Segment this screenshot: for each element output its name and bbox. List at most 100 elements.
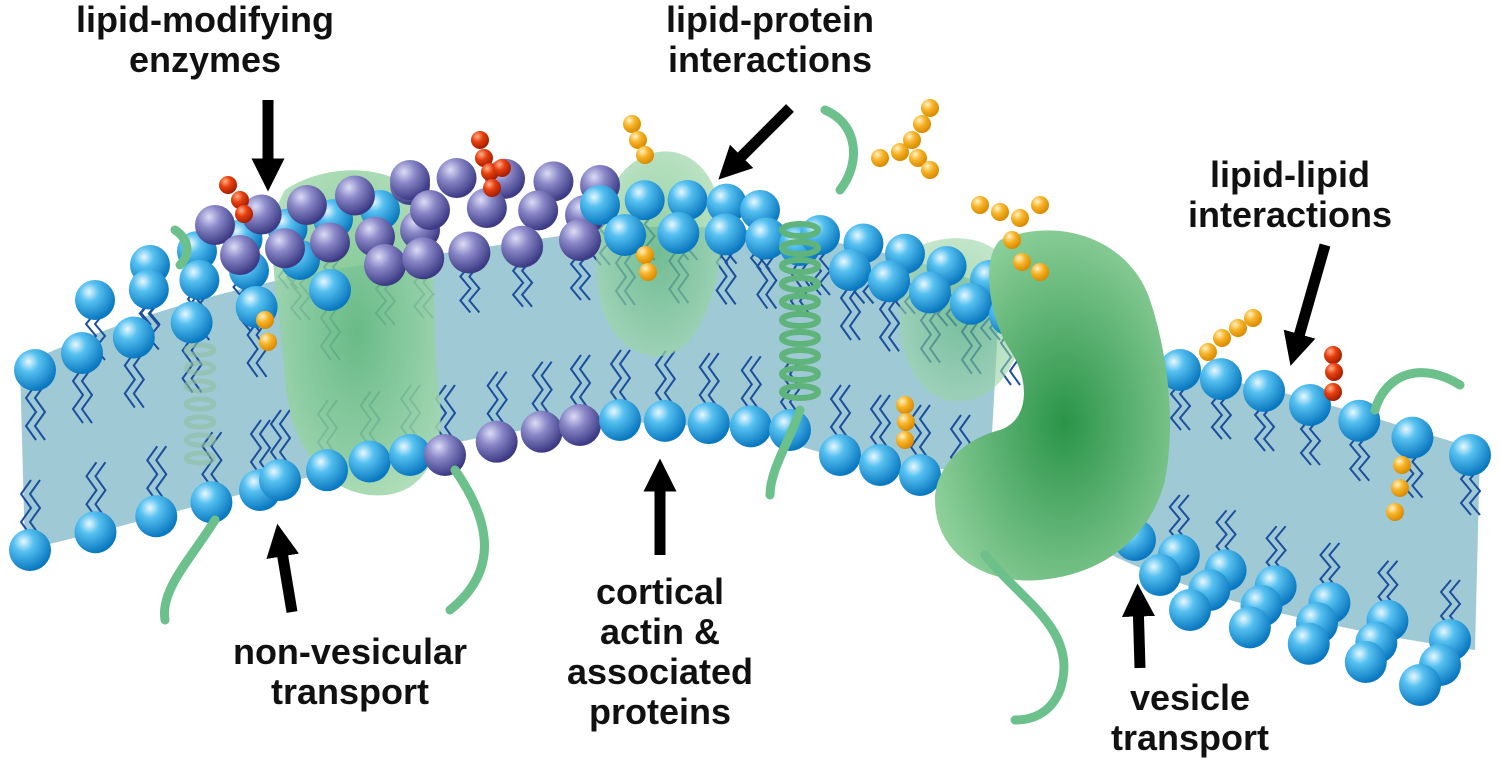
label-line: associated bbox=[566, 651, 754, 692]
helix-turn bbox=[779, 347, 821, 365]
lipid-head bbox=[643, 399, 686, 442]
helix-turn bbox=[779, 239, 821, 257]
lipid-head bbox=[1449, 434, 1491, 476]
sugar-unit bbox=[1393, 456, 1411, 474]
lipid-head bbox=[1169, 589, 1211, 631]
lipid-head bbox=[348, 440, 391, 483]
helix-turn bbox=[183, 450, 217, 466]
helix-turn bbox=[779, 365, 821, 383]
label-line: lipid-protein bbox=[666, 0, 874, 40]
lipid-head bbox=[448, 231, 491, 274]
lipid-head bbox=[135, 495, 178, 538]
arrow-vesicle bbox=[1121, 583, 1155, 669]
lipid-head bbox=[1344, 641, 1387, 684]
lipid-head bbox=[309, 269, 351, 311]
lipid-head bbox=[745, 217, 788, 260]
proteins-front bbox=[935, 230, 1170, 581]
protein-large-transmembrane bbox=[935, 230, 1170, 581]
lipid-head bbox=[466, 187, 507, 228]
sugar-unit bbox=[471, 131, 489, 149]
lipid-head bbox=[195, 205, 235, 245]
lipid-head bbox=[306, 449, 349, 492]
transmembrane-helix bbox=[183, 221, 821, 466]
lipid-head bbox=[1159, 349, 1201, 391]
lipid-head bbox=[706, 183, 747, 224]
lipid-head bbox=[334, 175, 375, 216]
sugar-unit bbox=[1011, 209, 1029, 227]
lipid-head bbox=[112, 316, 155, 359]
arrows bbox=[251, 100, 1331, 669]
label-line: transport bbox=[1110, 717, 1269, 758]
label-line: interactions bbox=[667, 39, 873, 80]
lipid-head bbox=[604, 214, 646, 256]
lipid-head bbox=[410, 190, 450, 230]
lipid-head bbox=[14, 349, 56, 391]
label-line: proteins bbox=[588, 691, 731, 732]
sugar-unit bbox=[896, 431, 914, 449]
helix-turn bbox=[779, 257, 821, 275]
sugar-unit bbox=[235, 205, 253, 223]
sugar-unit bbox=[1031, 196, 1049, 214]
helix-turn bbox=[183, 396, 217, 412]
lipid-head bbox=[265, 228, 305, 269]
lipid-head bbox=[949, 282, 992, 325]
sugar-unit bbox=[636, 246, 654, 264]
sugar-unit bbox=[256, 311, 274, 329]
strand-helix-bottom bbox=[765, 405, 805, 500]
arrow-lipid-protein bbox=[718, 104, 794, 180]
lipid-head bbox=[1287, 622, 1330, 665]
helix-turn bbox=[183, 378, 217, 394]
sugar-unit bbox=[483, 179, 501, 197]
sugar-unit bbox=[639, 263, 657, 281]
lipid-head bbox=[74, 511, 117, 554]
strand-helix-top bbox=[820, 105, 858, 195]
sugar-unit bbox=[1031, 263, 1049, 281]
sugar-unit bbox=[219, 176, 237, 194]
lipid-head bbox=[1289, 384, 1331, 426]
lipid-head bbox=[704, 213, 747, 256]
lipid-head bbox=[1243, 369, 1286, 412]
sugar-unit bbox=[623, 115, 641, 133]
lipid-head bbox=[1338, 399, 1381, 442]
sugar-unit bbox=[636, 146, 654, 164]
lipid-head bbox=[909, 271, 951, 314]
label-line: lipid-lipid bbox=[1210, 154, 1370, 195]
helix-turn bbox=[779, 275, 821, 293]
lipid-head bbox=[667, 180, 708, 220]
sugar-unit bbox=[896, 396, 914, 414]
label-line: actin & bbox=[599, 611, 721, 652]
helix-turn bbox=[183, 360, 217, 376]
sugar-unit bbox=[231, 191, 249, 209]
sugar-unit bbox=[971, 196, 989, 214]
lipid-head bbox=[899, 454, 941, 496]
label-cortical-actin: cortical actin & associated proteins bbox=[540, 572, 780, 732]
lipid-head bbox=[624, 180, 665, 221]
sugar-unit bbox=[897, 413, 915, 431]
sugar-unit bbox=[493, 159, 511, 177]
lipid-head bbox=[310, 222, 350, 263]
lipid-head bbox=[580, 185, 620, 225]
helix-turn bbox=[779, 311, 821, 329]
label-line: enzymes bbox=[128, 39, 282, 80]
sugar-unit bbox=[871, 149, 889, 167]
sugar-unit bbox=[991, 203, 1009, 221]
lipid-head bbox=[241, 194, 282, 235]
label-line: vesicle bbox=[1129, 677, 1251, 718]
lipid-head bbox=[190, 481, 233, 524]
lipid-head bbox=[1399, 664, 1441, 706]
lipid-head bbox=[1228, 606, 1271, 649]
label-line: lipid-modifying bbox=[76, 0, 334, 40]
sugar-chains bbox=[219, 99, 1411, 521]
label-lipid-modifying-enzymes: lipid-modifying enzymes bbox=[55, 0, 355, 80]
helix-turn bbox=[779, 293, 821, 311]
helix-turn bbox=[779, 221, 821, 239]
lipid-head bbox=[729, 405, 772, 448]
strand-left-top bbox=[170, 225, 192, 270]
lipid-head bbox=[1199, 358, 1242, 401]
lipid-head bbox=[475, 420, 518, 463]
sugar-unit bbox=[1013, 253, 1031, 271]
strand-vesicle-bottom bbox=[980, 550, 1069, 725]
helix-turn bbox=[183, 342, 217, 358]
lipid-head bbox=[424, 434, 466, 476]
